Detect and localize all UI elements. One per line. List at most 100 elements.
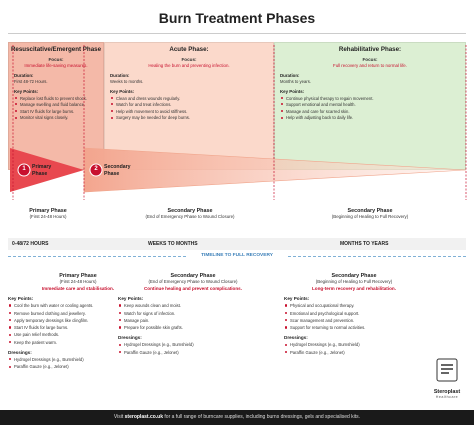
bottom-col-secondary: Secondary Phase (End of Emergency Phase … (118, 273, 268, 357)
b1-title: Primary Phase (59, 273, 97, 279)
col-secondary2-header: Secondary Phase (Beginning of Healing to… (290, 208, 450, 219)
primary-marker-number: 1 (22, 166, 26, 172)
acute-phase-box: Acute Phase: Focus: Healing the burn and… (104, 42, 274, 170)
b1-focus: Immediate care and stabilisation. (41, 286, 115, 291)
b2-keypoints-label: Key Points: (118, 296, 144, 301)
acute-point: Watch for and treat infections. (111, 102, 273, 107)
b1-sub: (First 24-48 Hours) (59, 279, 97, 284)
title-divider (8, 33, 466, 34)
acute-point: Help with movement to avoid stiffness. (111, 109, 273, 114)
b1-point: Apply temporary dressings like clingfilm… (8, 318, 148, 323)
col-secondary-header: Secondary Phase (End of Emergency Phase … (110, 208, 270, 219)
timeline-range-3: MONTHS TO YEARS (340, 241, 389, 247)
col-secondary2-title: Secondary Phase (347, 208, 393, 214)
b1-dressings-label: Dressings: (8, 349, 32, 355)
rehab-duration-label: Duration: (280, 73, 300, 78)
b1-point: Remove burned clothing and jewellery. (8, 311, 148, 316)
secondary-marker-circle (89, 163, 103, 177)
col-primary-header: Primary Phase (First 24-48 Hours) (8, 208, 88, 219)
b1-point: Keep the patient warm. (8, 340, 148, 345)
b2-dressing: Hydrogel Dressings (e.g., Burnshield) (118, 342, 268, 347)
b1-dressing: Paraffin Gauze (e.g., Jelonet) (8, 364, 148, 369)
b2-point: Manage pain. (118, 318, 268, 323)
rehab-point: Continue physical therapy to regain move… (281, 96, 465, 101)
b2-point: Watch for signs of infection. (118, 311, 268, 316)
b1-keypoints-label: Key Points: (8, 296, 34, 301)
rehab-phase-box: Rehabilitative Phase: Focus: Full recove… (274, 42, 466, 170)
col-primary-title: Primary Phase (29, 208, 67, 214)
b3-keypoints-label: Key Points: (284, 296, 310, 301)
rehab-point: Help with adjusting back to daily life. (281, 115, 465, 120)
resus-duration: First 48-72 Hours. (14, 79, 48, 84)
b3-sub: (Beginning of Healing to Full Recovery) (315, 279, 393, 284)
primary-wedge (10, 148, 84, 192)
secondary-marker-label: Secondary Phase (104, 164, 131, 177)
b3-point: Emotional and psychological support. (284, 311, 424, 316)
resus-phase-box: Resuscitative/Emergent Phase Focus: Imme… (8, 42, 104, 170)
rehab-point: Manage and care for scarred skin. (281, 109, 465, 114)
logo-name: Steroplast (433, 389, 461, 395)
timeline-recovery-label: TIMELINE TO FULL RECOVERY (187, 253, 287, 258)
col-secondary-sub: (End of Emergency Phase to Wound Closure… (145, 214, 235, 219)
rehab-phase-title: Rehabilitative Phase: (338, 46, 402, 53)
resus-keypoints-label: Key Points: (14, 89, 39, 94)
logo-tagline: Healthcare (435, 395, 459, 399)
b1-point: Start IV fluids for large burns. (8, 325, 148, 330)
resus-focus: Immediate life-saving measures. (24, 63, 88, 68)
rehab-point: Support emotional and mental health. (281, 102, 465, 107)
b2-focus: Continue healing and prevent complicatio… (143, 286, 242, 291)
resus-focus-label: Focus: (48, 57, 64, 62)
acute-duration: Weeks to months. (110, 79, 144, 84)
rehab-focus-label: Focus: (362, 57, 378, 62)
b3-dressing: Paraffin Gauze (e.g., Jelonet) (284, 350, 424, 355)
acute-duration-label: Duration: (110, 73, 130, 78)
secondary-wedge (83, 147, 467, 193)
b3-title: Secondary Phase (331, 273, 377, 279)
acute-focus: Healing the burn and preventing infectio… (148, 63, 230, 68)
timeline-range-2: WEEKS TO MONTHS (148, 241, 198, 247)
b2-dressings-label: Dressings: (118, 335, 142, 341)
col-secondary2-sub: (Beginning of Healing to Full Recovery) (331, 214, 409, 219)
b2-dressing: Paraffin Gauze (e.g., Jelonet) (118, 350, 268, 355)
primary-marker-label: Primary Phase (32, 164, 52, 177)
b1-point: Cool the burn with water or cooling agen… (8, 303, 148, 308)
logo-mark-icon (436, 358, 458, 382)
page-title: Burn Treatment Phases (158, 10, 316, 26)
b3-point: Physical and occupational therapy. (284, 303, 424, 308)
acute-point: Clean and dress wounds regularly. (111, 96, 273, 101)
resus-point: Manage swelling and fluid balance. (15, 102, 103, 107)
footer-pre: Visit (113, 414, 124, 420)
b2-point: Keep wounds clean and moist. (118, 303, 268, 308)
primary-marker-circle (17, 163, 31, 177)
resus-point: Replace lost fluids to prevent shock. (15, 96, 103, 101)
b1-dressing: Hydrogel Dressings (e.g., Burnshield) (8, 357, 148, 362)
phase-wedge-graphic (10, 45, 467, 200)
b3-point: Support for returning to normal activiti… (284, 325, 424, 330)
b2-title: Secondary Phase (170, 273, 216, 279)
footer-bar: Visit steroplast.co.uk for a full range … (0, 410, 474, 425)
resus-point: Monitor vital signs closely. (15, 115, 103, 120)
b3-dressing: Hydrogel Dressings (e.g., Burnshield) (284, 342, 424, 347)
b2-sub: (End of Emergency Phase to Wound Closure… (148, 279, 238, 284)
resus-point: Start IV fluids for large burns. (15, 109, 103, 114)
col-primary-sub: (First 24-48 Hours) (29, 214, 67, 219)
b3-point: Scar management and prevention. (284, 318, 424, 323)
b1-point: Use pain relief methods. (8, 332, 148, 337)
resus-phase-title: Resuscitative/Emergent Phase (10, 46, 102, 53)
secondary-marker-number: 2 (94, 166, 98, 172)
rehab-duration: Months to years. (280, 79, 311, 84)
rehab-focus: Full recovery and return to normal life. (333, 63, 407, 68)
timeline-bar: 0-48/72 HOURS WEEKS TO MONTHS MONTHS TO … (8, 238, 466, 250)
rehab-keypoints-label: Key Points: (280, 89, 305, 94)
resus-duration-label: Duration: (14, 73, 34, 78)
steroplast-logo: Steroplast Healthcare (428, 358, 466, 399)
b3-focus: Long-term recovery and rehabilitation. (312, 286, 396, 291)
acute-focus-label: Focus: (181, 57, 197, 62)
timeline-range-1: 0-48/72 HOURS (12, 241, 49, 247)
col-secondary-title: Secondary Phase (167, 208, 213, 214)
acute-phase-title: Acute Phase: (169, 46, 209, 53)
footer-link[interactable]: steroplast.co.uk (124, 414, 164, 420)
acute-point: Surgery may be needed for deep burns. (111, 115, 273, 120)
b2-point: Prepare for possible skin grafts. (118, 325, 268, 330)
bottom-col-secondary2: Secondary Phase (Beginning of Healing to… (284, 273, 424, 357)
